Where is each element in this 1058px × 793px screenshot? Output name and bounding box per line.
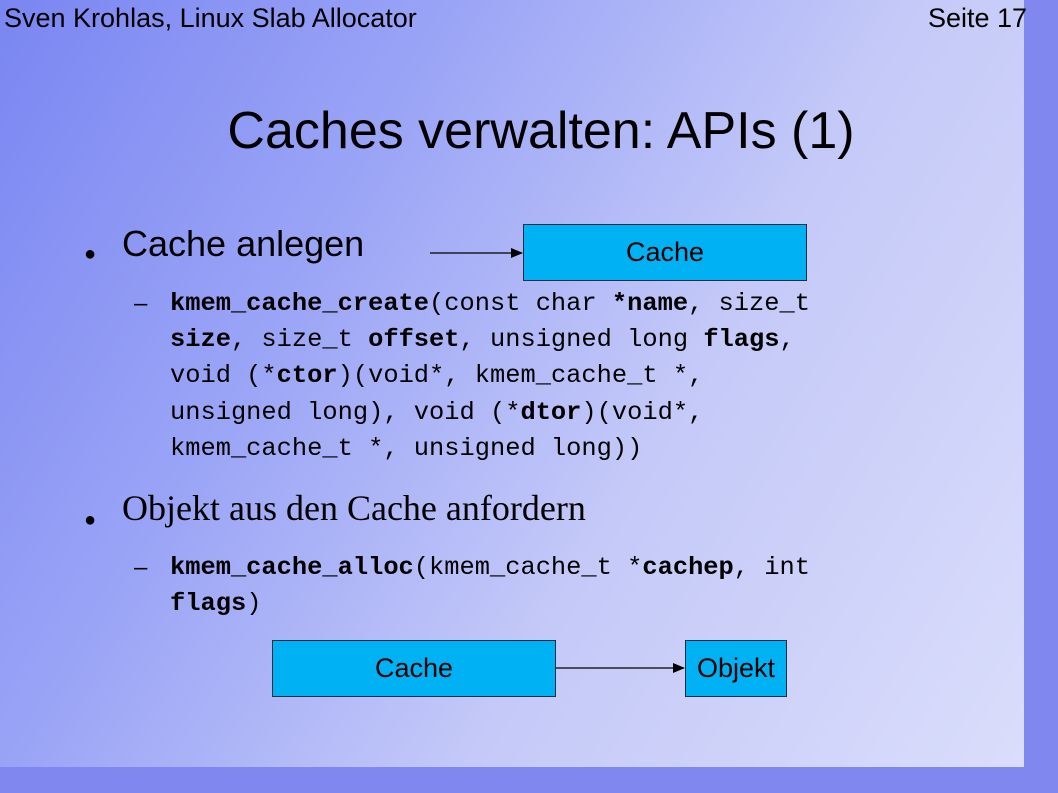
- code-keyword: flags: [170, 589, 247, 619]
- bullet-icon: ●: [84, 243, 97, 265]
- slide-title: Caches verwalten: APIs (1): [227, 102, 855, 160]
- code-keyword: size: [170, 325, 231, 355]
- slide-header-author: Sven Krohlas, Linux Slab Allocator: [4, 3, 417, 33]
- code-keyword: offset: [368, 325, 460, 355]
- bullet-objekt-anfordern: Objekt aus den Cache anfordern: [122, 488, 586, 528]
- slide-page-number: Seite 17: [928, 3, 1028, 33]
- right-decorative-band: [1024, 0, 1058, 793]
- code-keyword: kmem_cache_create: [170, 289, 430, 318]
- objekt-box: Objekt: [685, 640, 787, 697]
- code-kmem-cache-alloc: kmem_cache_alloc(kmem_cache_t *cachep, i…: [170, 553, 810, 619]
- code-kmem-cache-create: kmem_cache_create(const char *name, size…: [170, 289, 810, 463]
- cache-box-bottom: Cache: [272, 640, 556, 697]
- code-keyword: *name: [611, 289, 689, 318]
- bullet-icon: ●: [84, 509, 97, 531]
- cache-box-top: Cache: [523, 224, 807, 281]
- sub-bullet-dash: –: [134, 554, 148, 581]
- code-keyword: cachep: [642, 553, 734, 582]
- code-keyword: kmem_cache_alloc: [170, 553, 414, 582]
- bottom-decorative-band: [0, 767, 1058, 793]
- code-keyword: dtor: [520, 397, 582, 427]
- sub-bullet-dash: –: [134, 290, 148, 317]
- code-keyword: ctor: [276, 361, 338, 391]
- code-keyword: flags: [703, 325, 780, 355]
- bullet-cache-anlegen: Cache anlegen: [122, 223, 365, 264]
